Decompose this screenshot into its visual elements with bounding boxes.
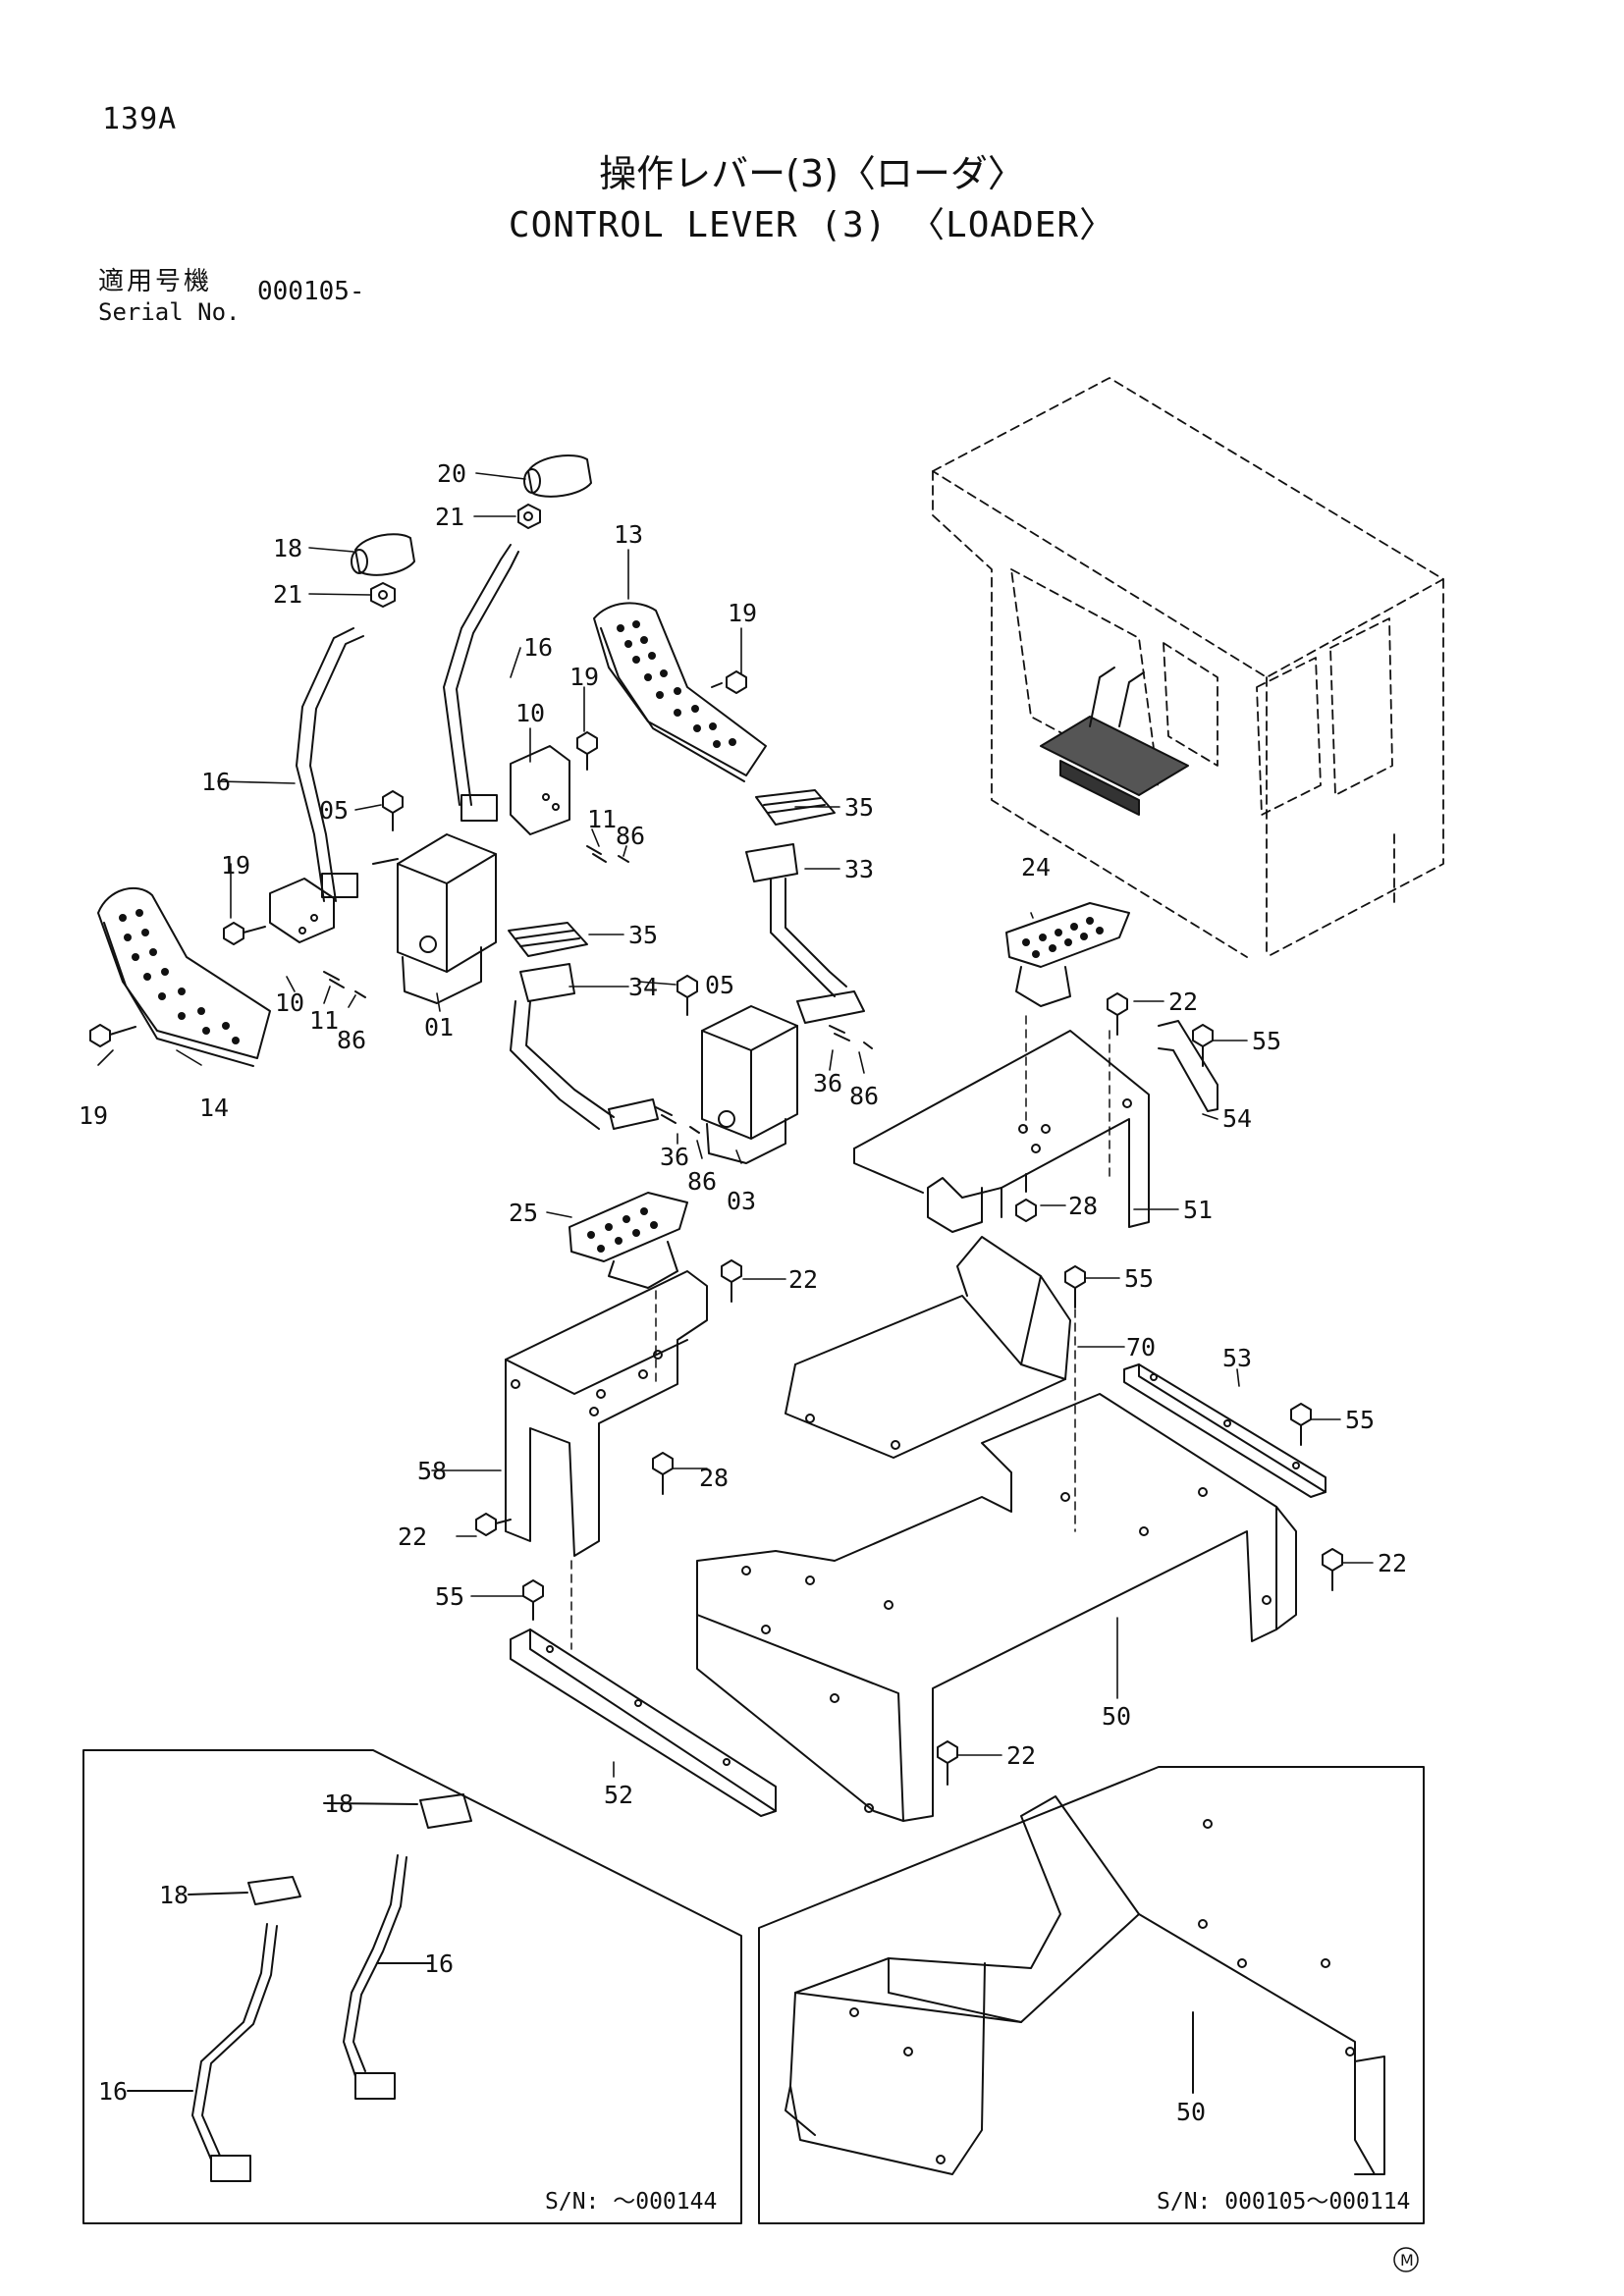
callout-70: 70 — [1126, 1333, 1156, 1362]
callout-86-bottom: 86 — [687, 1167, 717, 1196]
callout-05-left: 05 — [319, 796, 349, 825]
knob-18 — [351, 533, 415, 576]
serial-label-english: Serial No. — [98, 298, 241, 326]
callout-33: 33 — [844, 855, 874, 883]
callout-55-left: 55 — [435, 1582, 464, 1611]
callout-22-bottom: 22 — [1006, 1741, 1036, 1770]
callout-20: 20 — [437, 459, 466, 488]
callout-36-lower: 36 — [660, 1143, 689, 1171]
callout-18: 18 — [273, 534, 302, 562]
callout-25: 25 — [509, 1199, 538, 1227]
pilot-valve-03 — [701, 1005, 798, 1164]
pedal-24 — [1005, 902, 1130, 1007]
callout-11-lower: 11 — [309, 1006, 339, 1035]
callout-13: 13 — [614, 520, 643, 549]
cab-interior-pedal-sketch — [1040, 667, 1189, 816]
serial-range: 000105- — [257, 277, 365, 306]
pedal-14 — [97, 886, 271, 1067]
bracket-10-right — [510, 745, 570, 835]
pilot-valve-01 — [372, 833, 497, 1004]
pedal-cover-35-lower — [508, 922, 588, 957]
callout-11-upper: 11 — [587, 805, 617, 833]
nut-21-lower — [370, 582, 396, 608]
lever-rod-16-right — [443, 544, 519, 822]
callout-36-upper: 36 — [813, 1069, 842, 1097]
pins-and-clips — [323, 845, 873, 1134]
callout-22-center: 22 — [788, 1265, 818, 1294]
assembly-guide-lines — [570, 1015, 1110, 1650]
corner-mark-letter: M — [1400, 2251, 1414, 2269]
pedal-arm-34 — [510, 963, 659, 1130]
callout-53: 53 — [1222, 1344, 1252, 1372]
callout-16-left: 16 — [201, 768, 231, 796]
inset-right-callout-50: 50 — [1176, 2098, 1206, 2126]
callout-54: 54 — [1222, 1104, 1252, 1133]
inset-left-callout-18-upper: 18 — [324, 1789, 353, 1818]
knob-20 — [523, 454, 592, 498]
callout-19-pedal13: 19 — [728, 599, 757, 627]
callout-22-upper-right: 22 — [1168, 988, 1198, 1016]
callout-35-upper: 35 — [844, 793, 874, 822]
callout-52: 52 — [604, 1781, 633, 1809]
callout-86-center: 86 — [849, 1082, 879, 1110]
callout-50: 50 — [1102, 1702, 1131, 1731]
callout-21-upper: 21 — [435, 503, 464, 531]
callout-55-center: 55 — [1124, 1264, 1154, 1293]
callout-22-far-right: 22 — [1378, 1549, 1407, 1577]
bolt-hardware — [89, 670, 1343, 1786]
callout-19-left: 19 — [221, 851, 250, 880]
callout-01: 01 — [424, 1013, 454, 1041]
bracket-10-left — [269, 878, 335, 943]
callout-labels: 20 21 18 21 13 16 19 19 10 16 05 11 86 3… — [79, 459, 1407, 1809]
serial-label-japanese: 適用号機 — [98, 267, 213, 296]
callout-10-lower: 10 — [275, 988, 304, 1017]
pedal-arm-33 — [745, 843, 865, 1024]
rail-53 — [1123, 1363, 1326, 1498]
stand-70 — [785, 1236, 1071, 1459]
callout-05-center: 05 — [705, 971, 734, 999]
inset-left-callout-16-left: 16 — [98, 2077, 128, 2106]
callout-24: 24 — [1021, 853, 1051, 881]
callout-55-upper-right: 55 — [1252, 1027, 1281, 1055]
callout-16-upper: 16 — [523, 633, 553, 662]
callout-03: 03 — [727, 1187, 756, 1215]
inset-right-serial-range-label: S/N: 000105～000114 — [1157, 2189, 1410, 2215]
page-number: 139A — [102, 102, 178, 136]
callout-86-upper: 86 — [616, 822, 645, 850]
callout-leader-lines — [97, 472, 1374, 1778]
callout-10-upper: 10 — [515, 699, 545, 727]
inset-left-serial-range: S/N: ～000144 — [545, 2189, 717, 2215]
plate-51 — [853, 1020, 1218, 1233]
inset-left-callout-18-lower: 18 — [159, 1881, 189, 1909]
callout-34: 34 — [628, 973, 658, 1001]
callout-28-upper: 28 — [1068, 1192, 1098, 1220]
nut-21-upper — [517, 504, 541, 529]
inset-left-early-serial: 18 18 16 16 S/N: ～000144 — [82, 1749, 742, 2224]
page-title-english: CONTROL LEVER (3) 〈LOADER〉 — [508, 205, 1116, 245]
callout-21-lower: 21 — [273, 580, 302, 609]
callout-51: 51 — [1183, 1196, 1213, 1224]
plate-58 — [505, 1270, 708, 1557]
callout-86-lower: 86 — [337, 1026, 366, 1054]
pedal-13 — [593, 602, 767, 782]
callout-35-lower: 35 — [628, 921, 658, 949]
callout-22-left: 22 — [398, 1522, 427, 1551]
rail-52 — [510, 1629, 777, 1817]
callout-19-pedal14: 19 — [79, 1101, 108, 1130]
callout-14: 14 — [199, 1094, 229, 1122]
callout-28-lower: 28 — [699, 1464, 729, 1492]
floor-plate-50 — [696, 1393, 1297, 1822]
callout-19-bracket: 19 — [569, 663, 599, 691]
callout-58: 58 — [417, 1457, 447, 1485]
inset-right-serial-range: 50 S/N: 000105～000114 — [758, 1766, 1425, 2224]
lever-rod-16-left — [296, 627, 364, 902]
inset-left-callout-16-right: 16 — [424, 1949, 454, 1978]
pedal-25 — [568, 1192, 688, 1289]
page-title-japanese: 操作レバー(3)〈ローダ〉 — [599, 152, 1025, 195]
callout-55-right: 55 — [1345, 1406, 1375, 1434]
corner-mark: M — [1393, 2247, 1419, 2272]
cab-outline-drawing — [932, 377, 1444, 958]
